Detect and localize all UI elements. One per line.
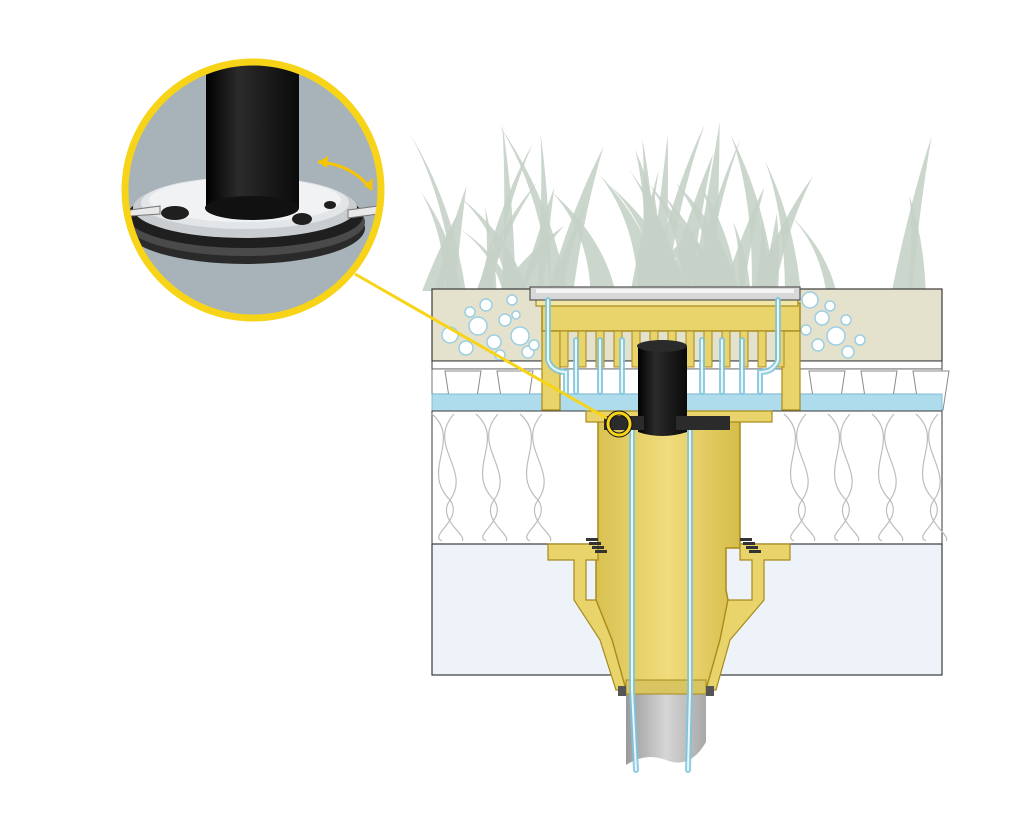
grate-fin [703, 330, 713, 368]
insulation-fiber [519, 413, 542, 542]
insulation-fiber [783, 413, 806, 542]
insulation-fiber [840, 413, 860, 542]
gravel-stone [528, 339, 540, 351]
insulation-fiber [796, 413, 816, 542]
seal-ring [746, 546, 758, 549]
water-stream-highlight [687, 429, 691, 771]
gravel-stone [841, 345, 855, 359]
grass-blade [639, 222, 706, 291]
insulation-fiber [884, 413, 904, 542]
grass-blade [732, 221, 751, 291]
insulation-fiber [532, 413, 552, 542]
gravel-stone [814, 310, 830, 326]
standpipe-icon [604, 340, 730, 436]
insulation-fiber [444, 413, 464, 542]
insulation-fiber [915, 413, 938, 542]
callout-leader-line [354, 272, 611, 422]
gravel-stone [486, 334, 502, 350]
seal-ring [749, 550, 761, 553]
seal-ring [595, 550, 607, 553]
gravel-stone [824, 300, 836, 312]
water-stream-highlight [547, 299, 567, 393]
gravel-stone [811, 338, 825, 352]
grate-fin [757, 330, 767, 368]
gravel-stone [854, 334, 866, 346]
gravel-stone [510, 326, 530, 346]
gravel-stone [511, 310, 521, 320]
insulation-fiber [431, 413, 454, 542]
grate-fin [559, 330, 569, 368]
seal-ring [586, 538, 598, 541]
rotate-arrow-icon [317, 156, 374, 191]
grass-blade [636, 189, 661, 291]
seal-ring [589, 542, 601, 545]
water-stream-highlight [759, 299, 779, 393]
gravel-stone [506, 294, 518, 306]
grass-blade [477, 143, 533, 291]
gravel-icon [441, 291, 866, 361]
insulation-fiber [488, 413, 508, 542]
grass-blade [730, 135, 776, 291]
insulation-icon [431, 413, 948, 542]
grass-icon [410, 122, 932, 292]
grass-blade [499, 125, 567, 291]
grate-fin [685, 330, 695, 368]
grass-blade [691, 122, 720, 292]
water-stream-highlight [631, 429, 637, 771]
grass-blade [666, 153, 714, 291]
gravel-stone [840, 314, 852, 326]
gravel-stone [479, 298, 493, 312]
gravel-stone [458, 340, 474, 356]
insulation-fiber [928, 413, 948, 542]
gravel-stone [464, 306, 476, 318]
gravel-stone [800, 324, 812, 336]
gravel-stone [498, 313, 512, 327]
grass-blade [790, 215, 837, 291]
grass-blade [547, 146, 604, 291]
grass-blade [457, 226, 513, 291]
grass-blade [891, 136, 932, 291]
seal-ring [743, 542, 755, 545]
grate-fin [577, 330, 587, 368]
water-flow-icon [545, 297, 781, 773]
insulation-fiber [871, 413, 894, 542]
insulation-fiber [475, 413, 498, 542]
magnifier-callout-icon [121, 58, 385, 322]
grass-blade [420, 191, 461, 291]
grass-blade [460, 197, 527, 291]
insulation-fiber [827, 413, 850, 542]
grass-blade [552, 192, 616, 291]
grass-blade [410, 134, 466, 291]
seal-ring [740, 538, 752, 541]
gravel-stone [468, 316, 488, 336]
seal-ring [592, 546, 604, 549]
grass-blade [650, 124, 705, 292]
gravel-stone [826, 326, 846, 346]
gravel-stone [801, 291, 819, 309]
grass-blade [753, 176, 814, 291]
